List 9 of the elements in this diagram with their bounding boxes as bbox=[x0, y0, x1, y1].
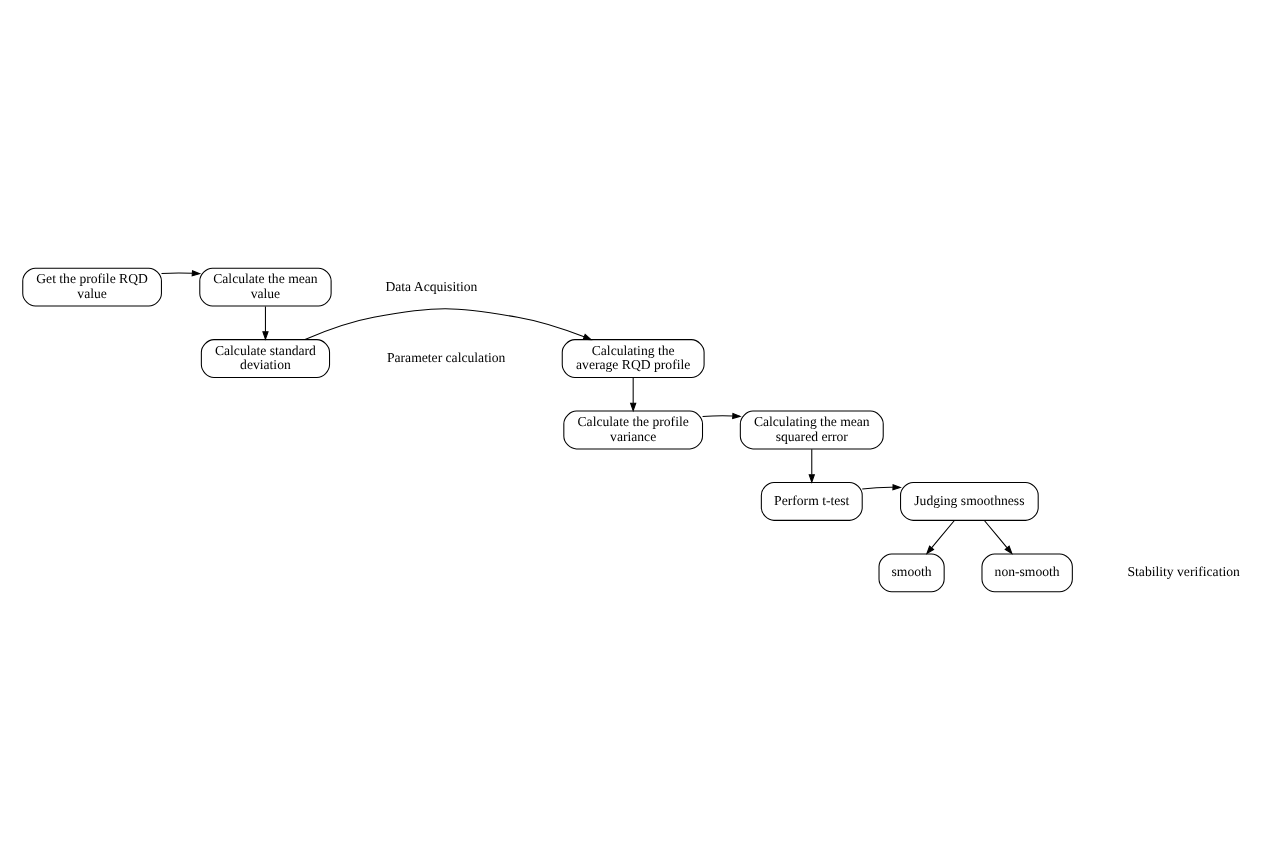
arrow bbox=[984, 520, 1013, 555]
arrow bbox=[925, 520, 955, 555]
arrow bbox=[861, 483, 902, 491]
arrow bbox=[808, 448, 816, 484]
arrow bbox=[629, 377, 637, 413]
arrow bbox=[304, 308, 593, 341]
arrow bbox=[702, 412, 742, 420]
arrow bbox=[262, 305, 269, 341]
arrow bbox=[160, 269, 202, 277]
